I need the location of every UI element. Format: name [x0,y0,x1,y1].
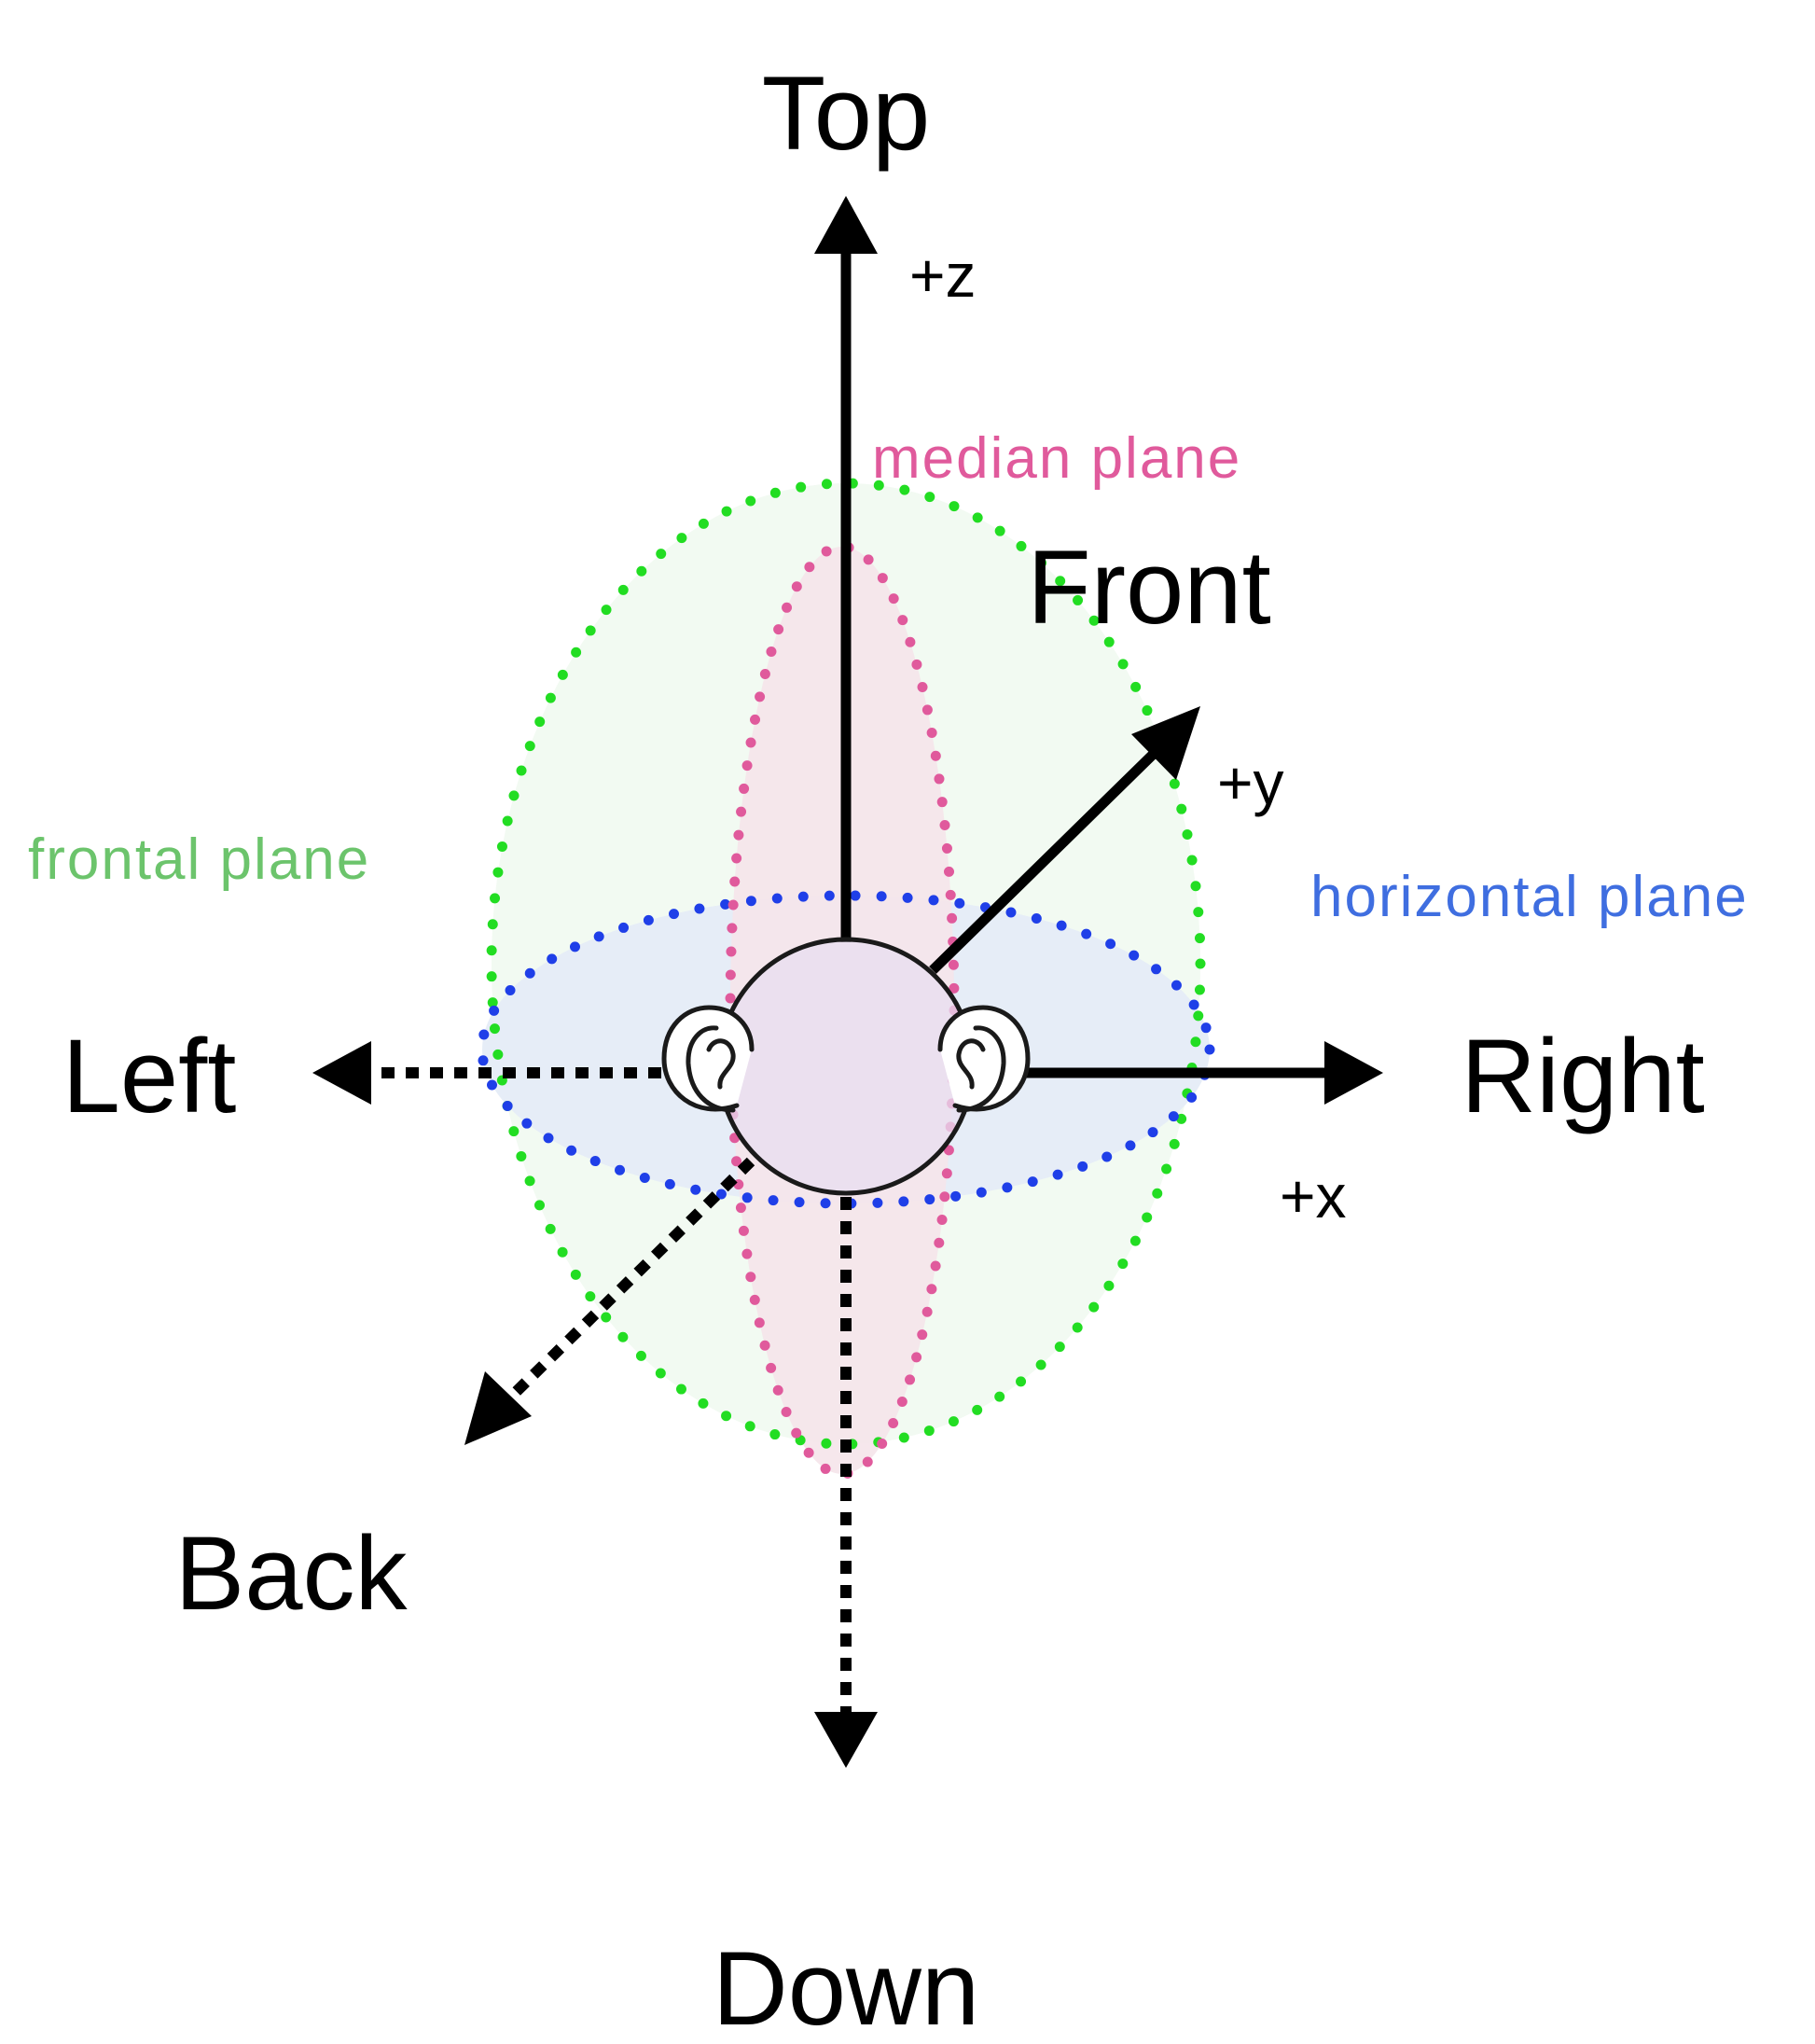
right-ear-icon [937,1005,1031,1113]
frontal-plane-label: frontal plane [28,827,370,892]
x-axis-label: +x [1280,1161,1347,1231]
y-axis-negative [499,1157,755,1409]
median-plane-label: median plane [872,426,1241,491]
back-label: Back [175,1515,409,1632]
horizontal-plane-outline [477,890,1215,1209]
z-axis-label: +z [909,241,977,310]
x-axis-arrowhead [1324,1041,1383,1105]
frontal-plane-outline [486,478,1206,1450]
back-arrowhead [464,1371,532,1445]
y-axis-label: +y [1217,748,1284,817]
right-label: Right [1461,1018,1704,1134]
horizontal-plane-label: horizontal plane [1310,865,1749,929]
front-label: Front [1027,529,1270,646]
down-label: Down [713,1930,979,2044]
z-axis-arrowhead [814,196,878,254]
y-axis-arrowhead [1131,706,1200,780]
left-ear-icon [661,1005,755,1113]
top-label: Top [762,55,931,172]
down-arrowhead [814,1712,878,1768]
left-arrowhead [312,1041,371,1105]
head-icon [716,937,976,1196]
y-axis-positive [929,743,1165,974]
left-label: Left [62,1018,237,1134]
